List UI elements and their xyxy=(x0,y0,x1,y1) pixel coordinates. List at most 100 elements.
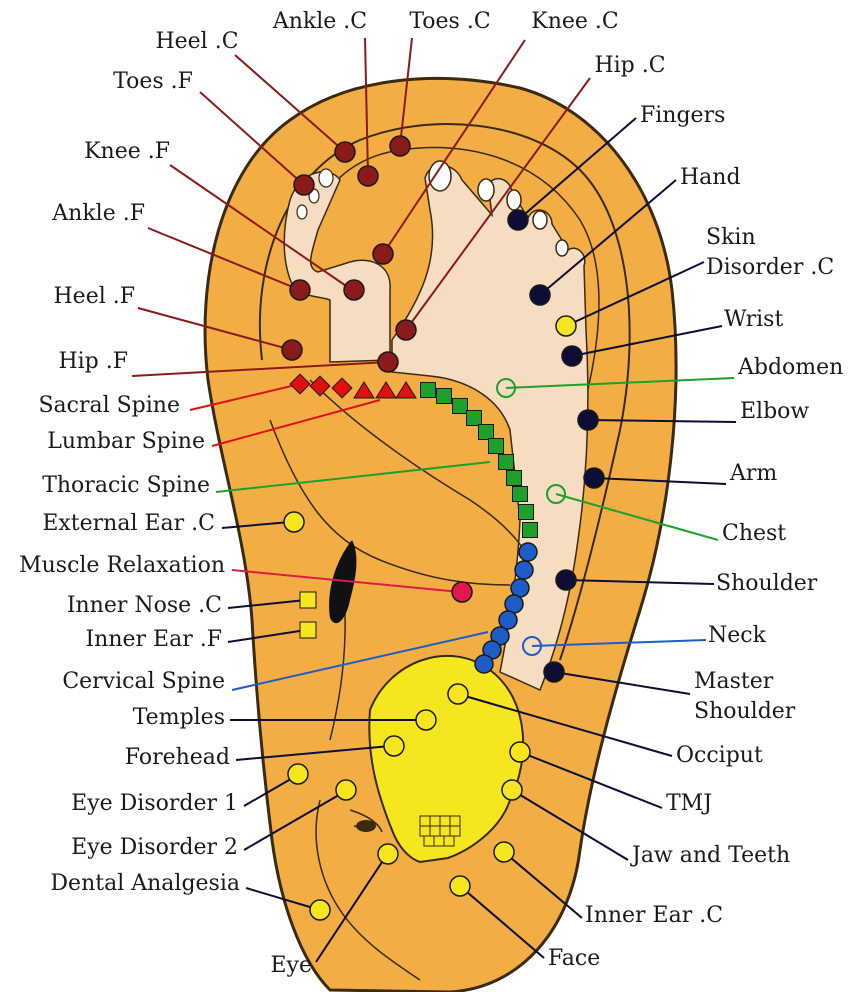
point-eye-disorder-2 xyxy=(336,780,356,800)
thoracic-marker-9 xyxy=(513,487,528,502)
label-ankle-f: Ankle .F xyxy=(51,201,145,226)
label-jaw-and-teeth: Jaw and Teeth xyxy=(630,843,790,868)
point-occiput xyxy=(448,684,468,704)
point-hip-c xyxy=(396,320,416,340)
point-eye xyxy=(378,844,398,864)
label-inner-ear-c: Inner Ear .C xyxy=(585,903,723,928)
point-hand xyxy=(530,285,550,305)
point-cervical-5 xyxy=(499,611,517,629)
label-elbow: Elbow xyxy=(740,399,809,424)
label-skin: Skin xyxy=(706,225,756,250)
label-wrist: Wrist xyxy=(724,307,783,332)
point-skin-disorder xyxy=(556,316,576,336)
fingernail-index xyxy=(478,179,494,201)
point-forehead xyxy=(384,736,404,756)
label-sacral-spine: Sacral Spine xyxy=(38,393,180,418)
point-inner-nose-c xyxy=(300,592,316,608)
point-muscle-relaxation xyxy=(452,582,472,602)
point-temples xyxy=(416,710,436,730)
label-master: Master xyxy=(694,669,774,694)
toe-3 xyxy=(297,205,307,219)
label-heel-f: Heel .F xyxy=(53,284,135,309)
point-inner-ear-c xyxy=(494,842,514,862)
point-cervical-2 xyxy=(515,561,533,579)
label-knee-f: Knee .F xyxy=(84,139,170,164)
point-cervical-8 xyxy=(475,655,493,673)
thoracic-marker-3 xyxy=(453,399,468,414)
point-heel-c xyxy=(335,142,355,162)
point-external-ear-c xyxy=(284,512,304,532)
label-temples: Temples xyxy=(133,705,225,730)
label-tmj: TMJ xyxy=(666,791,712,816)
label-chest: Chest xyxy=(722,521,786,546)
point-master-shoulder xyxy=(544,662,564,682)
point-knee-c xyxy=(373,244,393,264)
label-hand: Hand xyxy=(680,165,741,190)
point-heel-f xyxy=(282,340,302,360)
label-eye: Eye xyxy=(270,953,312,978)
label-shoulder: Shoulder xyxy=(716,571,818,596)
point-toes-f xyxy=(294,175,314,195)
label-occiput: Occiput xyxy=(676,743,763,768)
point-ankle-f xyxy=(290,280,310,300)
label-hip-c: Hip .C xyxy=(594,53,665,78)
label-toes-f: Toes .F xyxy=(113,69,193,94)
thoracic-marker-8 xyxy=(507,471,522,486)
label-heel-c: Heel .C xyxy=(155,29,238,54)
label-muscle-relaxation: Muscle Relaxation xyxy=(19,553,225,578)
point-arm xyxy=(584,468,604,488)
label-knee-c: Knee .C xyxy=(531,9,618,34)
label-hip-f: Hip .F xyxy=(58,349,128,374)
point-dental-analgesia xyxy=(310,900,330,920)
point-jaw-and-teeth xyxy=(502,780,522,800)
label-neck: Neck xyxy=(708,623,767,648)
thoracic-marker-10 xyxy=(519,505,534,520)
skull-teeth xyxy=(420,816,460,846)
point-knee-f xyxy=(344,280,364,300)
label-cervical-spine: Cervical Spine xyxy=(62,669,225,694)
label-eye-disorder-1: Eye Disorder 1 xyxy=(71,791,238,816)
label-forehead: Forehead xyxy=(125,745,230,770)
point-shoulder xyxy=(556,570,576,590)
label-inner-ear-f: Inner Ear .F xyxy=(85,627,222,652)
point-eye-disorder-1 xyxy=(288,764,308,784)
label-skin-disorder-c: Disorder .C xyxy=(706,255,834,280)
point-wrist xyxy=(562,346,582,366)
point-toes-c xyxy=(390,136,410,156)
point-tmj xyxy=(510,742,530,762)
label-face: Face xyxy=(548,946,600,971)
thoracic-marker-2 xyxy=(437,389,452,404)
thoracic-marker-4 xyxy=(467,411,482,426)
thoracic-marker-5 xyxy=(479,425,494,440)
point-face xyxy=(450,876,470,896)
label-toes-c: Toes .C xyxy=(409,9,490,34)
label-inner-nose-c: Inner Nose .C xyxy=(67,593,222,618)
thoracic-marker-1 xyxy=(421,383,436,398)
point-hip-f xyxy=(378,352,398,372)
fingernail-middle xyxy=(507,190,521,210)
label-eye-disorder-2: Eye Disorder 2 xyxy=(71,835,238,860)
point-fingers xyxy=(508,210,528,230)
toe-1 xyxy=(319,169,333,187)
label-lumbar-spine: Lumbar Spine xyxy=(47,429,205,454)
label-thoracic-spine: Thoracic Spine xyxy=(42,473,210,498)
fingernail-pinky xyxy=(556,240,568,256)
label-ankle-c: Ankle .C xyxy=(272,9,367,34)
label-fingers: Fingers xyxy=(640,103,725,128)
face-eye xyxy=(356,820,376,832)
fingernail-thumb xyxy=(429,161,451,191)
point-elbow xyxy=(578,410,598,430)
label-dental-analgesia: Dental Analgesia xyxy=(50,871,240,896)
fingernail-ring xyxy=(533,211,547,229)
thoracic-marker-7 xyxy=(499,455,514,470)
label-arm: Arm xyxy=(729,461,777,486)
point-cervical-1 xyxy=(519,543,537,561)
label-external-ear-c: External Ear .C xyxy=(42,511,215,536)
point-ankle-c xyxy=(358,166,378,186)
label-abdomen: Abdomen xyxy=(737,355,843,380)
point-inner-ear-f xyxy=(300,622,316,638)
thoracic-marker-11 xyxy=(523,523,538,538)
thoracic-marker-6 xyxy=(489,439,504,454)
label-master-shoulder: Shoulder xyxy=(694,699,796,724)
